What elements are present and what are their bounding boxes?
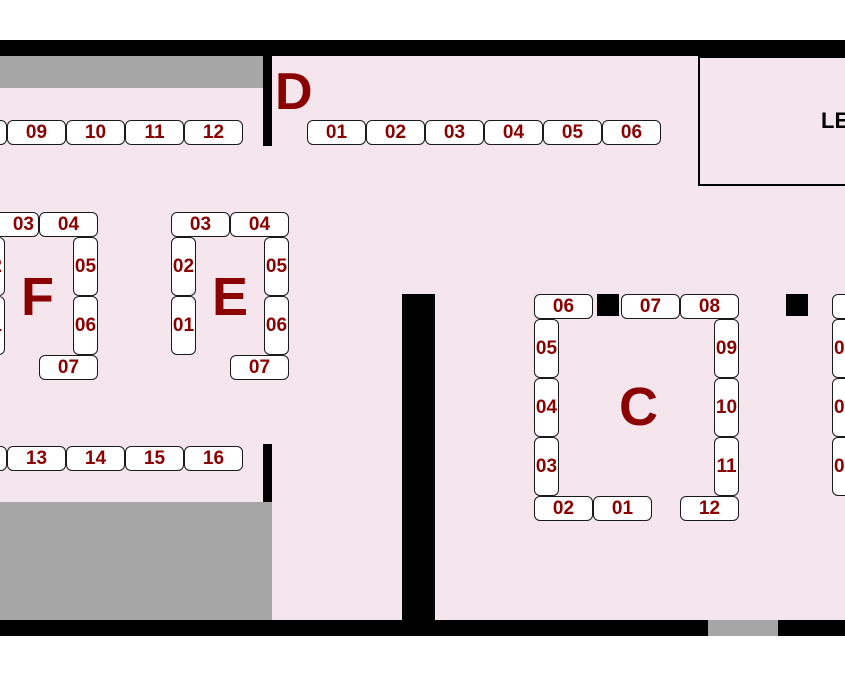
seat[interactable]: 03 bbox=[171, 212, 230, 237]
seat[interactable]: 05 bbox=[543, 120, 602, 145]
seat[interactable] bbox=[0, 446, 7, 471]
section-label-e: E bbox=[212, 267, 249, 327]
seat[interactable]: 05 bbox=[534, 319, 559, 378]
seat[interactable]: 06 bbox=[534, 294, 593, 319]
seat[interactable]: 04 bbox=[484, 120, 543, 145]
section-label-d: D bbox=[275, 63, 313, 121]
pillar bbox=[786, 294, 808, 316]
seat[interactable]: 09 bbox=[7, 120, 66, 145]
seat[interactable]: 14 bbox=[66, 446, 125, 471]
seat[interactable]: 04 bbox=[39, 212, 98, 237]
seat[interactable]: 04 bbox=[534, 378, 559, 437]
seat[interactable]: 13 bbox=[7, 446, 66, 471]
wall-partition-center bbox=[402, 294, 435, 636]
seat[interactable]: 08 bbox=[680, 294, 739, 319]
seat[interactable] bbox=[0, 120, 7, 145]
seat[interactable]: 07 bbox=[230, 355, 289, 380]
seat[interactable]: 16 bbox=[184, 446, 243, 471]
wall-top bbox=[0, 40, 845, 56]
seat[interactable]: 02 bbox=[534, 496, 593, 521]
seat[interactable]: 2 bbox=[0, 237, 5, 296]
seat[interactable]: 0 bbox=[832, 378, 845, 437]
seat[interactable]: 03 bbox=[0, 212, 39, 237]
pillar bbox=[597, 294, 619, 316]
seat[interactable]: 11 bbox=[714, 437, 739, 496]
seat[interactable]: 03 bbox=[425, 120, 484, 145]
seat[interactable]: 12 bbox=[184, 120, 243, 145]
seat[interactable]: 15 bbox=[125, 446, 184, 471]
storage-area-top bbox=[0, 56, 266, 88]
seat[interactable]: 06 bbox=[602, 120, 661, 145]
wall-partition-lower bbox=[263, 444, 272, 502]
seat[interactable]: 05 bbox=[73, 237, 98, 296]
seat[interactable] bbox=[832, 294, 845, 319]
seat[interactable]: 07 bbox=[39, 355, 98, 380]
seat[interactable]: 12 bbox=[680, 496, 739, 521]
seat[interactable]: 1 bbox=[0, 296, 5, 355]
section-label-f: F bbox=[21, 267, 54, 327]
seat[interactable]: 06 bbox=[264, 296, 289, 355]
seat[interactable]: 02 bbox=[366, 120, 425, 145]
room-label: LE bbox=[821, 108, 845, 133]
seat[interactable]: 09 bbox=[714, 319, 739, 378]
seat[interactable]: 01 bbox=[171, 296, 196, 355]
seat[interactable]: 0 bbox=[832, 437, 845, 496]
section-label-c: C bbox=[619, 377, 658, 437]
seat[interactable]: 06 bbox=[73, 296, 98, 355]
seat[interactable]: 04 bbox=[230, 212, 289, 237]
seat[interactable]: 05 bbox=[264, 237, 289, 296]
seat[interactable]: 02 bbox=[171, 237, 196, 296]
seat[interactable]: 10 bbox=[714, 378, 739, 437]
seat[interactable]: 10 bbox=[66, 120, 125, 145]
seat[interactable]: 03 bbox=[534, 437, 559, 496]
seat[interactable]: 01 bbox=[593, 496, 652, 521]
storage-area-bottom bbox=[0, 502, 272, 620]
wall-partition-upper bbox=[263, 56, 272, 146]
door-bottom bbox=[708, 620, 778, 636]
seat[interactable]: 07 bbox=[621, 294, 680, 319]
room-le bbox=[698, 56, 845, 186]
seat[interactable]: 0 bbox=[832, 319, 845, 378]
seat[interactable]: 01 bbox=[307, 120, 366, 145]
seat[interactable]: 11 bbox=[125, 120, 184, 145]
